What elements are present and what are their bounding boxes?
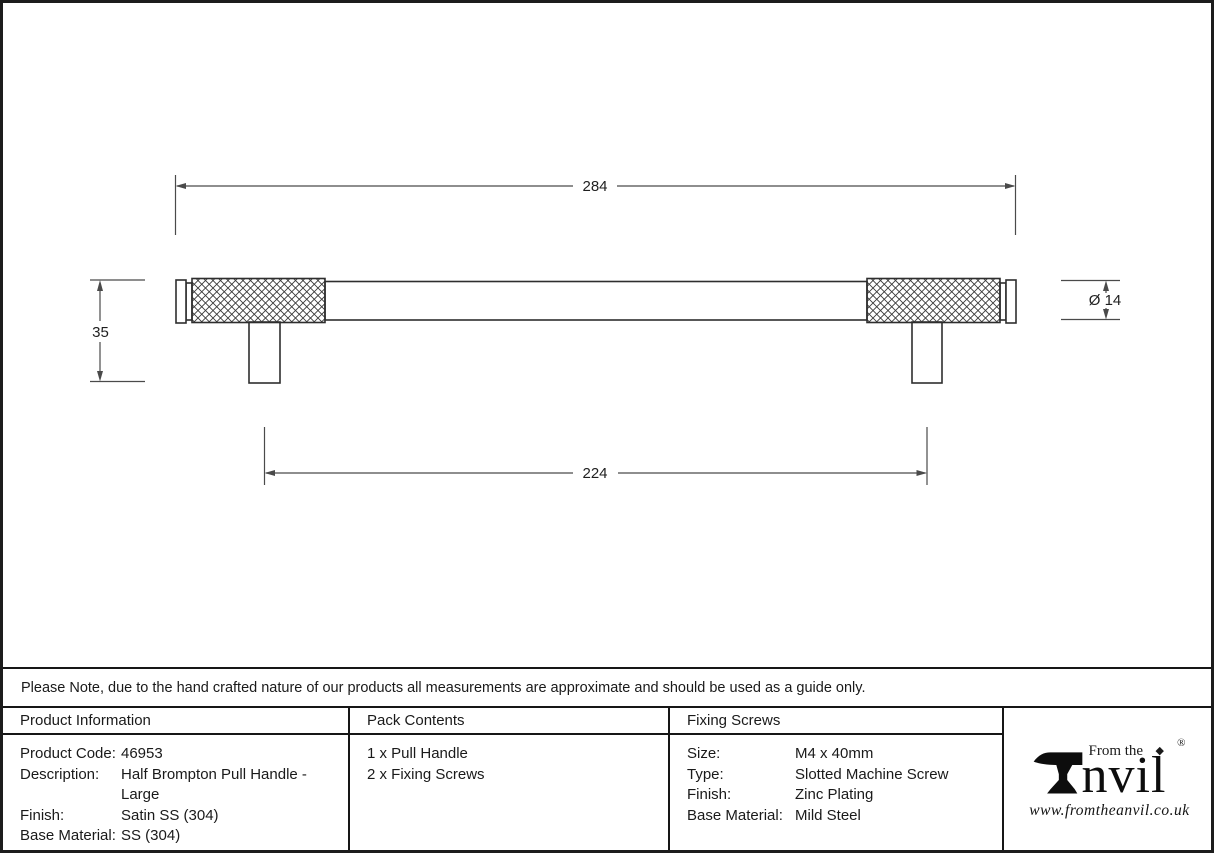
list-item: 2 x Fixing Screws	[367, 765, 485, 783]
row-label: Type:	[687, 765, 724, 783]
end-cap-left	[175, 279, 187, 324]
dim-label-diameter: Ø 14	[1089, 292, 1122, 309]
row-value: Mild Steel	[795, 806, 861, 824]
row-value: 46953	[121, 745, 163, 762]
diamond-icon: ◆	[1155, 745, 1164, 757]
row-label: Finish:	[687, 786, 732, 803]
technical-drawing: 284 35	[3, 3, 1211, 666]
row-value: Slotted Machine Screw	[795, 765, 949, 783]
anvil-icon	[1033, 752, 1082, 794]
row-label: Base Material:	[687, 806, 783, 824]
end-cap-right	[1005, 279, 1017, 324]
table-row: Base Material: Mild Steel	[687, 806, 996, 827]
table-row: Product Code: 46953	[20, 744, 342, 765]
dim-label-fixing-centres: 224	[582, 465, 607, 482]
dimension-fixing-centres: 224	[263, 427, 928, 485]
dimension-projection-height: 35	[90, 279, 145, 383]
table-row: Size: M4 x 40mm	[687, 744, 996, 765]
end-stub-left	[185, 282, 193, 321]
fixing-post-left	[248, 321, 281, 384]
pull-handle-outline	[175, 277, 1017, 384]
dimension-overall-length: 284	[174, 175, 1017, 235]
row-value: Half Brompton Pull Handle - Large	[121, 765, 307, 804]
list-item: 1 x Pull Handle	[367, 745, 468, 762]
row-label: Product Code:	[20, 745, 116, 762]
measurement-note-text: Please Note, due to the hand crafted nat…	[21, 679, 866, 696]
row-label: Description:	[20, 765, 100, 783]
knurled-grip-left	[191, 277, 326, 324]
brand-url: www.fromtheanvil.co.uk	[1029, 802, 1190, 819]
table-row: Description: Half Brompton Pull Handle -…	[20, 765, 342, 806]
row-value: M4 x 40mm	[795, 745, 874, 762]
pack-contents-column: Pack Contents 1 x Pull Handle 2 x Fixing…	[348, 708, 668, 850]
fixing-screws-column: Fixing Screws Size: M4 x 40mm Type: Slot…	[668, 708, 1002, 850]
end-stub-right	[999, 282, 1007, 321]
table-row: Finish: Satin SS (304)	[20, 806, 342, 827]
pull-handle-drawing: 284 35	[90, 175, 1122, 485]
dim-label-projection-height: 35	[92, 324, 109, 341]
fixing-post-right	[911, 321, 943, 384]
product-information-column: Product Information Product Code: 46953 …	[3, 708, 348, 850]
row-value: Satin SS (304)	[121, 806, 219, 824]
dim-label-overall-length: 284	[582, 178, 607, 195]
table-row: Base Material: SS (304)	[20, 826, 342, 847]
row-label: Finish:	[20, 806, 65, 824]
fixing-screws-header: Fixing Screws	[670, 708, 1002, 735]
brand-logo-cell: nvil From the ◆ ® www.fromtheanvil.co.uk	[1002, 708, 1211, 850]
row-value: SS (304)	[121, 827, 181, 844]
brand-tagline: From the	[1088, 743, 1144, 759]
row-value: Zinc Plating	[795, 786, 874, 803]
dimension-diameter: Ø 14	[1061, 279, 1122, 321]
table-row: Type: Slotted Machine Screw	[687, 765, 996, 786]
knurled-grip-right	[866, 277, 1001, 324]
handle-bar	[324, 280, 868, 321]
product-information-header: Product Information	[3, 708, 348, 735]
from-the-anvil-logo: nvil From the ◆ ® www.fromtheanvil.co.uk	[1029, 737, 1189, 819]
measurement-note: Please Note, due to the hand crafted nat…	[3, 667, 1211, 708]
row-label: Base Material:	[20, 827, 116, 844]
table-row: Finish: Zinc Plating	[687, 785, 996, 806]
brand-wordmark: nvil	[1081, 747, 1167, 804]
registered-trademark-icon: ®	[1177, 737, 1186, 749]
spec-table: Product Information Product Code: 46953 …	[3, 708, 1211, 850]
row-label: Size:	[687, 745, 721, 762]
pack-contents-header: Pack Contents	[350, 708, 668, 735]
